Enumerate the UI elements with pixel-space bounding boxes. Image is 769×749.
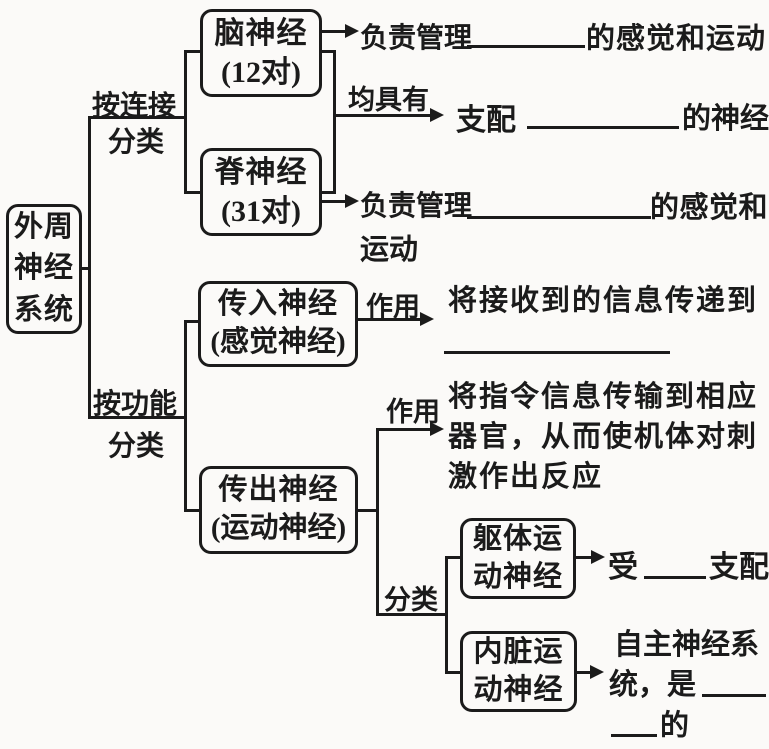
arrowhead-brain (345, 24, 359, 38)
text-bothhave-post: 的神经 (682, 103, 769, 135)
text-spinal-desc-pre: 负责管理 (360, 191, 473, 222)
text-afferent-desc: 将接收到的信息传递到 (448, 285, 759, 317)
text-visceral-line2: 统，是 (609, 669, 697, 701)
connector-efferent-action-arrow (378, 428, 433, 431)
connector-function-branch (88, 416, 186, 419)
afferent-alias: (感觉神经) (210, 326, 346, 358)
node-afferent-nerve: 传入神经 (感觉神经) (198, 281, 358, 367)
connector-connect-branch (88, 116, 186, 119)
arrowhead-spinal (345, 194, 359, 208)
blank-somatic (644, 576, 706, 579)
connector-right-bracket (333, 50, 336, 194)
connector-connect-bracket (184, 50, 187, 194)
connector-bothhave-arrow (333, 114, 433, 117)
text-visceral-line3: 的 (660, 710, 690, 742)
text-spinal-desc-post: 的感觉和 (650, 192, 769, 224)
blank-brain-desc (467, 45, 585, 48)
connector-spinal-arrow (320, 200, 348, 203)
node-spinal-nerves: 脊神经 (31对) (200, 148, 322, 236)
arrowhead-visceral (590, 665, 604, 679)
connector-efferent-right-stub (356, 509, 378, 512)
connector-trunk (88, 116, 91, 419)
connector-visceral-stub (445, 671, 462, 674)
text-visceral-line1: 自主神经系 (614, 629, 760, 661)
label-afferent-action: 作用 (366, 292, 420, 322)
node-efferent-nerve: 传出神经 (运动神经) (199, 466, 358, 554)
label-by-function-line2: 分类 (108, 431, 165, 462)
label-by-connection-line2: 分类 (108, 127, 165, 158)
connector-spinal-stub (184, 191, 202, 194)
blank-spinal-desc (467, 216, 651, 219)
text-somatic-pre: 受 (608, 551, 638, 584)
connector-afferent-stub (184, 320, 200, 323)
node-peripheral-nervous-system: 外周 神经 系统 (6, 204, 82, 334)
blank-afferent-desc (444, 351, 670, 354)
connector-somatic-stub (445, 556, 462, 559)
somatic-line2: 动神经 (472, 560, 563, 593)
node-root-line1: 外周 (13, 211, 74, 244)
afferent-name: 传入神经 (217, 288, 338, 321)
label-by-connection-line1: 按连接 (92, 91, 177, 122)
arrowhead-afferent-action (420, 312, 434, 326)
node-visceral-motor-nerve: 内脏运 动神经 (460, 631, 577, 712)
cranial-count: (12对) (221, 56, 301, 89)
connector-visceral-arrow (575, 671, 593, 674)
connector-afferent-arrow (356, 318, 423, 321)
label-efferent-subclass: 分类 (384, 585, 438, 615)
text-brain-desc-pre: 负责管理 (360, 23, 473, 54)
arrowhead-bothhave (430, 108, 444, 122)
node-root-line2: 神经 (13, 252, 74, 285)
text-efferent-desc-line3: 激作出反应 (448, 461, 604, 493)
efferent-alias: (运动神经) (210, 512, 347, 544)
node-cranial-nerves: 脑神经 (12对) (200, 9, 322, 97)
arrowhead-somatic (591, 550, 605, 564)
connector-brain-right-stub (319, 50, 335, 53)
text-efferent-desc: 将指令信息传输到相应 器官，从而使机体对刺 激作出反应 (448, 377, 758, 497)
visceral-line1: 内脏运 (473, 635, 564, 668)
connector-root-stub (79, 267, 90, 270)
connector-function-bracket (184, 320, 187, 512)
label-by-function-line1: 按功能 (93, 389, 178, 420)
arrowhead-efferent-action (430, 422, 444, 436)
cranial-name: 脑神经 (214, 17, 308, 50)
label-efferent-action: 作用 (386, 397, 440, 427)
text-somatic-post: 支配 (709, 551, 769, 584)
node-somatic-motor-nerve: 躯体运 动神经 (460, 518, 576, 599)
blank-visceral-2 (611, 734, 657, 737)
connector-brain-stub (184, 50, 202, 53)
visceral-line2: 动神经 (473, 673, 564, 706)
connector-spinal-right-stub (319, 191, 335, 194)
node-root-line3: 系统 (13, 293, 74, 326)
label-both-have: 均具有 (348, 85, 429, 115)
blank-bothhave (527, 126, 679, 129)
connector-efferent-stub (184, 509, 201, 512)
blank-visceral-1 (702, 694, 766, 697)
connector-somatic-arrow (574, 556, 594, 559)
connector-brain-arrow (320, 30, 348, 33)
text-efferent-desc-line1: 将指令信息传输到相应 (448, 381, 759, 413)
text-bothhave-pre: 支配 (456, 104, 516, 137)
efferent-name: 传出神经 (218, 474, 339, 507)
text-efferent-desc-line2: 器官，从而使机体对刺 (448, 421, 759, 453)
text-spinal-desc-line2: 运动 (360, 234, 419, 266)
spinal-name: 脊神经 (214, 156, 308, 189)
spinal-count: (31对) (221, 195, 301, 228)
connector-subclass-branch (376, 613, 447, 616)
somatic-line1: 躯体运 (472, 522, 563, 555)
connector-efferent-junction (376, 428, 379, 616)
connector-subclass-bracket (445, 556, 448, 674)
text-brain-desc-post: 的感觉和运动 (586, 23, 767, 55)
